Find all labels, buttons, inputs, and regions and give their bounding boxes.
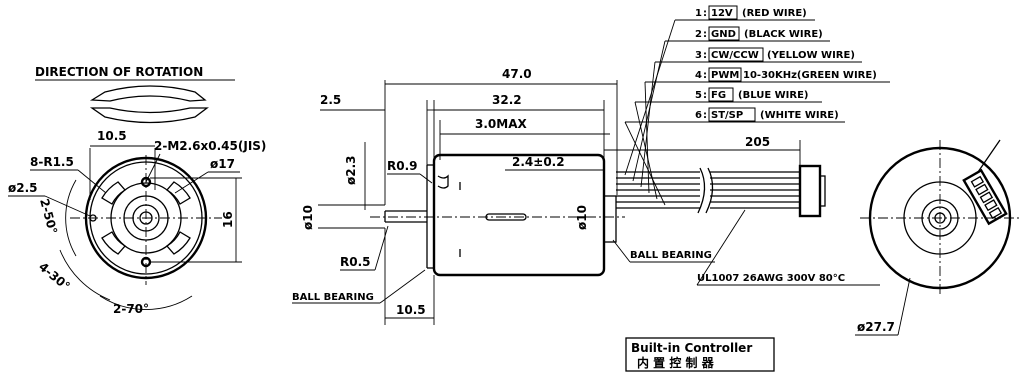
wire-6-num: 6	[695, 110, 702, 121]
wire-3-desc: (YELLOW WIRE)	[767, 50, 855, 61]
wire-1-code: 12V	[711, 8, 733, 19]
dim-2-5: 2.5	[320, 93, 341, 107]
rear-view: ø27.7	[855, 139, 1020, 336]
wire-2-code: GND	[711, 29, 736, 40]
dim-r0-9: R0.9	[387, 159, 418, 173]
wire-4-num: 4	[695, 70, 702, 81]
wire-1-desc: (RED WIRE)	[742, 8, 807, 19]
wire-2-num: 2	[695, 29, 702, 40]
dim-8-r1-5: 8-R1.5	[30, 155, 74, 169]
dim-phi10-right: ø10	[575, 205, 589, 230]
dim-screw-spec: 2-M2.6x0.45(JIS)	[154, 139, 266, 153]
rotation-arrow-upper	[89, 85, 207, 102]
dim-10-5-front: 10.5	[97, 129, 127, 143]
dim-47-0: 47.0	[502, 67, 532, 81]
dim-2-70: 2-70°	[113, 302, 149, 316]
controller-label: Built-in Controller 内 置 控 制 器	[625, 337, 775, 372]
dim-2-50: 2-50°	[37, 197, 60, 235]
cable-spec: UL1007 26AWG 300V 80°C	[697, 273, 845, 284]
wire-legend: 1 : 12V (RED WIRE) 2 : GND (BLACK WIRE) …	[624, 5, 890, 206]
front-view: DIRECTION OF ROTATION 10.5 2-M2.6x0.45(J…	[8, 65, 266, 316]
rear-connector	[962, 168, 1008, 226]
controller-line2: 内 置 控 制 器	[637, 355, 715, 370]
wire-4-desc: 10-30KHz(GREEN WIRE)	[743, 70, 877, 81]
wire-2-desc: (BLACK WIRE)	[744, 29, 823, 40]
svg-text::: :	[703, 110, 707, 121]
dim-16: 16	[221, 211, 235, 228]
cable	[616, 164, 826, 218]
wire-6-code: ST/SP	[711, 110, 743, 121]
wire-1-num: 1	[695, 8, 702, 19]
dim-phi10-left: ø10	[301, 205, 315, 230]
dim-phi17: ø17	[210, 157, 235, 171]
dim-phi27-7: ø27.7	[857, 320, 895, 334]
dim-phi2-5: ø2.5	[8, 181, 38, 195]
dim-r0-5: R0.5	[340, 255, 371, 269]
svg-text::: :	[703, 50, 707, 61]
connector	[798, 164, 822, 218]
svg-text::: :	[703, 90, 707, 101]
rotation-arrow-lower	[89, 107, 209, 124]
dim-phi2-3: ø2.3	[344, 155, 358, 185]
dim-205: 205	[745, 135, 770, 149]
wire-6-desc: (WHITE WIRE)	[760, 110, 839, 121]
side-view: 47.0 32.2 2.5 3.0MAX ø2.3 R0.9 2.4±0.2 ø…	[292, 67, 880, 325]
svg-text::: :	[703, 8, 707, 19]
dim-3-0max: 3.0MAX	[475, 117, 527, 131]
wire-5-desc: (BLUE WIRE)	[738, 90, 809, 101]
wire-3-code: CW/CCW	[711, 50, 759, 61]
ball-bearing-left: BALL BEARING	[292, 292, 374, 303]
controller-line1: Built-in Controller	[631, 341, 752, 355]
wire-5-code: FG	[711, 90, 726, 101]
dim-2-4: 2.4±0.2	[512, 155, 565, 169]
wire-5-num: 5	[695, 90, 702, 101]
direction-of-rotation-label: DIRECTION OF ROTATION	[35, 65, 203, 79]
wire-3-num: 3	[695, 50, 702, 61]
svg-text::: :	[703, 70, 707, 81]
dim-32-2: 32.2	[492, 93, 522, 107]
wire-4-code: PWM	[711, 70, 739, 81]
svg-text::: :	[703, 29, 707, 40]
ball-bearing-right: BALL BEARING	[630, 250, 712, 261]
dim-10-5-side: 10.5	[396, 303, 426, 317]
